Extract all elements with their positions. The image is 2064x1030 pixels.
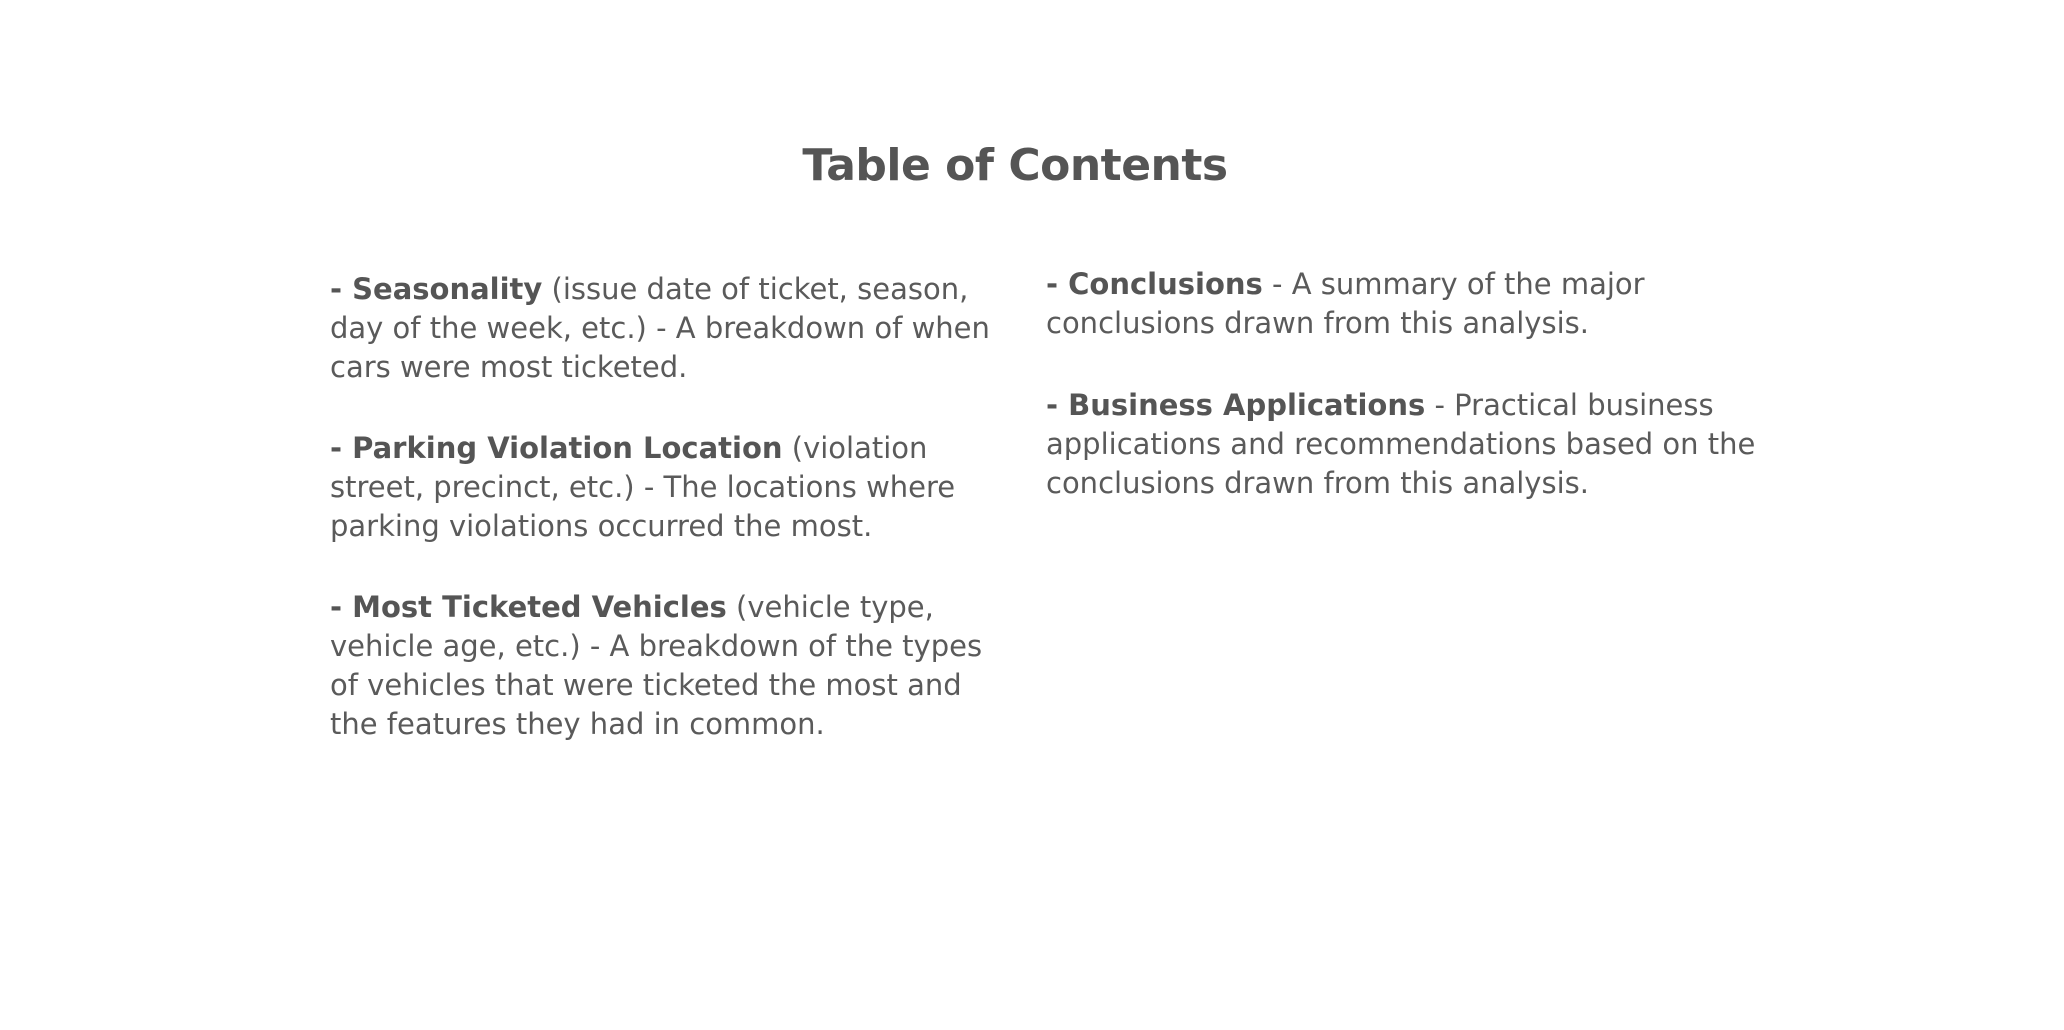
toc-entry-description: - A breakdown of when cars were most tic…: [330, 311, 990, 384]
toc-entry-description: - A summary of the major conclusions dra…: [1046, 267, 1645, 340]
toc-entry-qualifier: (issue date of ticket, season, day of th…: [330, 272, 969, 345]
toc-entry-heading: - Conclusions: [1046, 267, 1263, 301]
toc-entry-heading: - Business Applications: [1046, 388, 1426, 422]
toc-entry-description: - A breakdown of the types of vehicles t…: [330, 629, 983, 741]
page-title: Table of Contents: [802, 140, 1228, 191]
toc-entry-qualifier: (violation street, precinct, etc.): [330, 431, 928, 504]
toc-entry-business-applications: - Business Applications - Practical busi…: [1046, 386, 1786, 503]
toc-entry-heading: - Seasonality: [330, 272, 543, 306]
toc-entry-description: - The locations where parking violations…: [330, 470, 956, 543]
toc-entry-heading: - Most Ticketed Vehicles: [330, 590, 727, 624]
toc-entry-most-ticketed-vehicles: - Most Ticketed Vehicles (vehicle type, …: [330, 588, 990, 744]
toc-entry-parking-violation-location: - Parking Violation Location (violation …: [330, 429, 990, 546]
toc-entry-heading: - Parking Violation Location: [330, 431, 783, 465]
toc-entry-conclusions: - Conclusions - A summary of the major c…: [1046, 265, 1786, 343]
toc-entry-seasonality: - Seasonality (issue date of ticket, sea…: [330, 270, 990, 387]
toc-entry-description: - Practical business applications and re…: [1046, 388, 1756, 500]
toc-entry-qualifier: (vehicle type, vehicle age, etc.): [330, 590, 934, 663]
